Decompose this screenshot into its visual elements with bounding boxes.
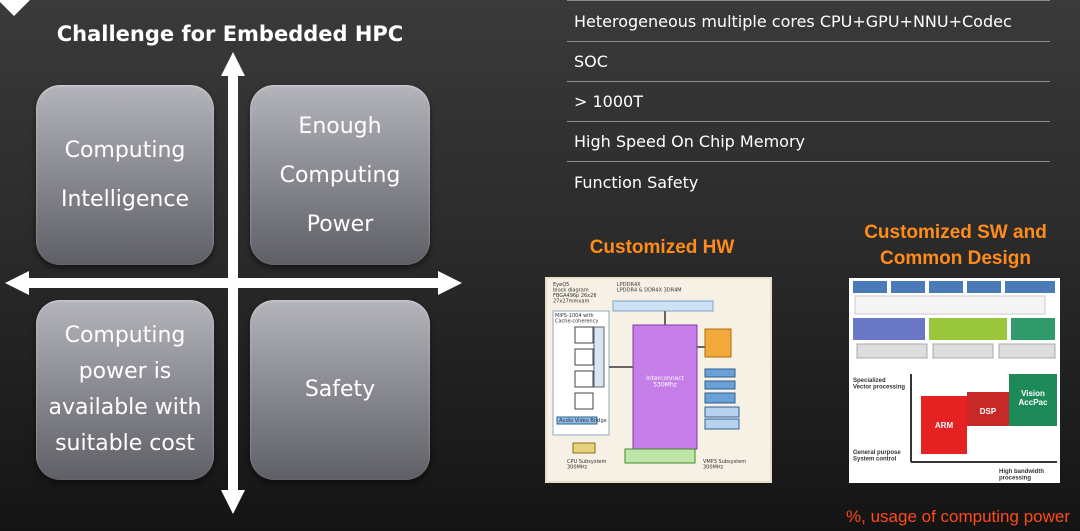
label-line: 530Mhz (653, 382, 677, 389)
sw-arm-label: ARM (935, 421, 954, 430)
label-line: Vector processing (853, 385, 905, 391)
arrow-down-icon (221, 490, 245, 514)
label-line: block diagram (553, 288, 589, 294)
page-title: Challenge for Embedded HPC (56, 22, 404, 46)
label-line: System control (853, 457, 897, 463)
requirement-item: High Speed On Chip Memory (567, 122, 1050, 162)
requirements-list: Heterogeneous multiple cores CPU+GPU+NNU… (567, 0, 1050, 202)
requirement-item: > 1000T (567, 82, 1050, 122)
label-line: 300MHz (567, 465, 588, 471)
arrow-left-icon (5, 271, 29, 295)
requirement-item: Function Safety (574, 172, 699, 192)
horizontal-axis (25, 278, 443, 288)
quadrant-label: Computing Intelligence (60, 138, 189, 212)
requirement-item: SOC (567, 42, 1050, 82)
label-line: processing (999, 476, 1031, 482)
label-line: AccPac (1019, 398, 1048, 407)
quadrant-safety: Safety (250, 300, 430, 480)
arrow-up-icon (221, 52, 245, 76)
hw-audio-label: Audio Video Bridge (559, 418, 607, 424)
quadrant-label: Enough Computing Power (279, 113, 401, 237)
arrow-right-icon (438, 271, 462, 295)
customized-sw-heading: Customized SW and Common Design (864, 222, 1047, 269)
corner-chevron-icon (0, 0, 30, 16)
quadrant-computing-power-cost: Computing power is available with suitab… (36, 300, 214, 480)
customized-hw-heading: Customized HW (589, 237, 735, 258)
label-line: 27x27mmxam (553, 299, 589, 305)
label-line: Cache-coherency (555, 319, 598, 325)
requirement-item: Heterogeneous multiple cores CPU+GPU+NNU… (567, 0, 1050, 42)
quadrant-label: Computing power is available with suitab… (48, 323, 202, 456)
quadrant-computing-intelligence: Computing Intelligence (36, 85, 214, 265)
sw-dsp-label: DSP (980, 407, 997, 416)
quadrant-enough-computing-power: Enough Computing Power (250, 85, 430, 265)
label-line: FBGA496p 26x26 (553, 293, 597, 299)
label-line: 300MHz (703, 465, 724, 471)
quadrant-label: Safety (304, 377, 376, 402)
label-line: LPDDR4 & DDR4X 3DR4M (617, 288, 682, 294)
footer-note: %, usage of computing power (846, 507, 1070, 526)
